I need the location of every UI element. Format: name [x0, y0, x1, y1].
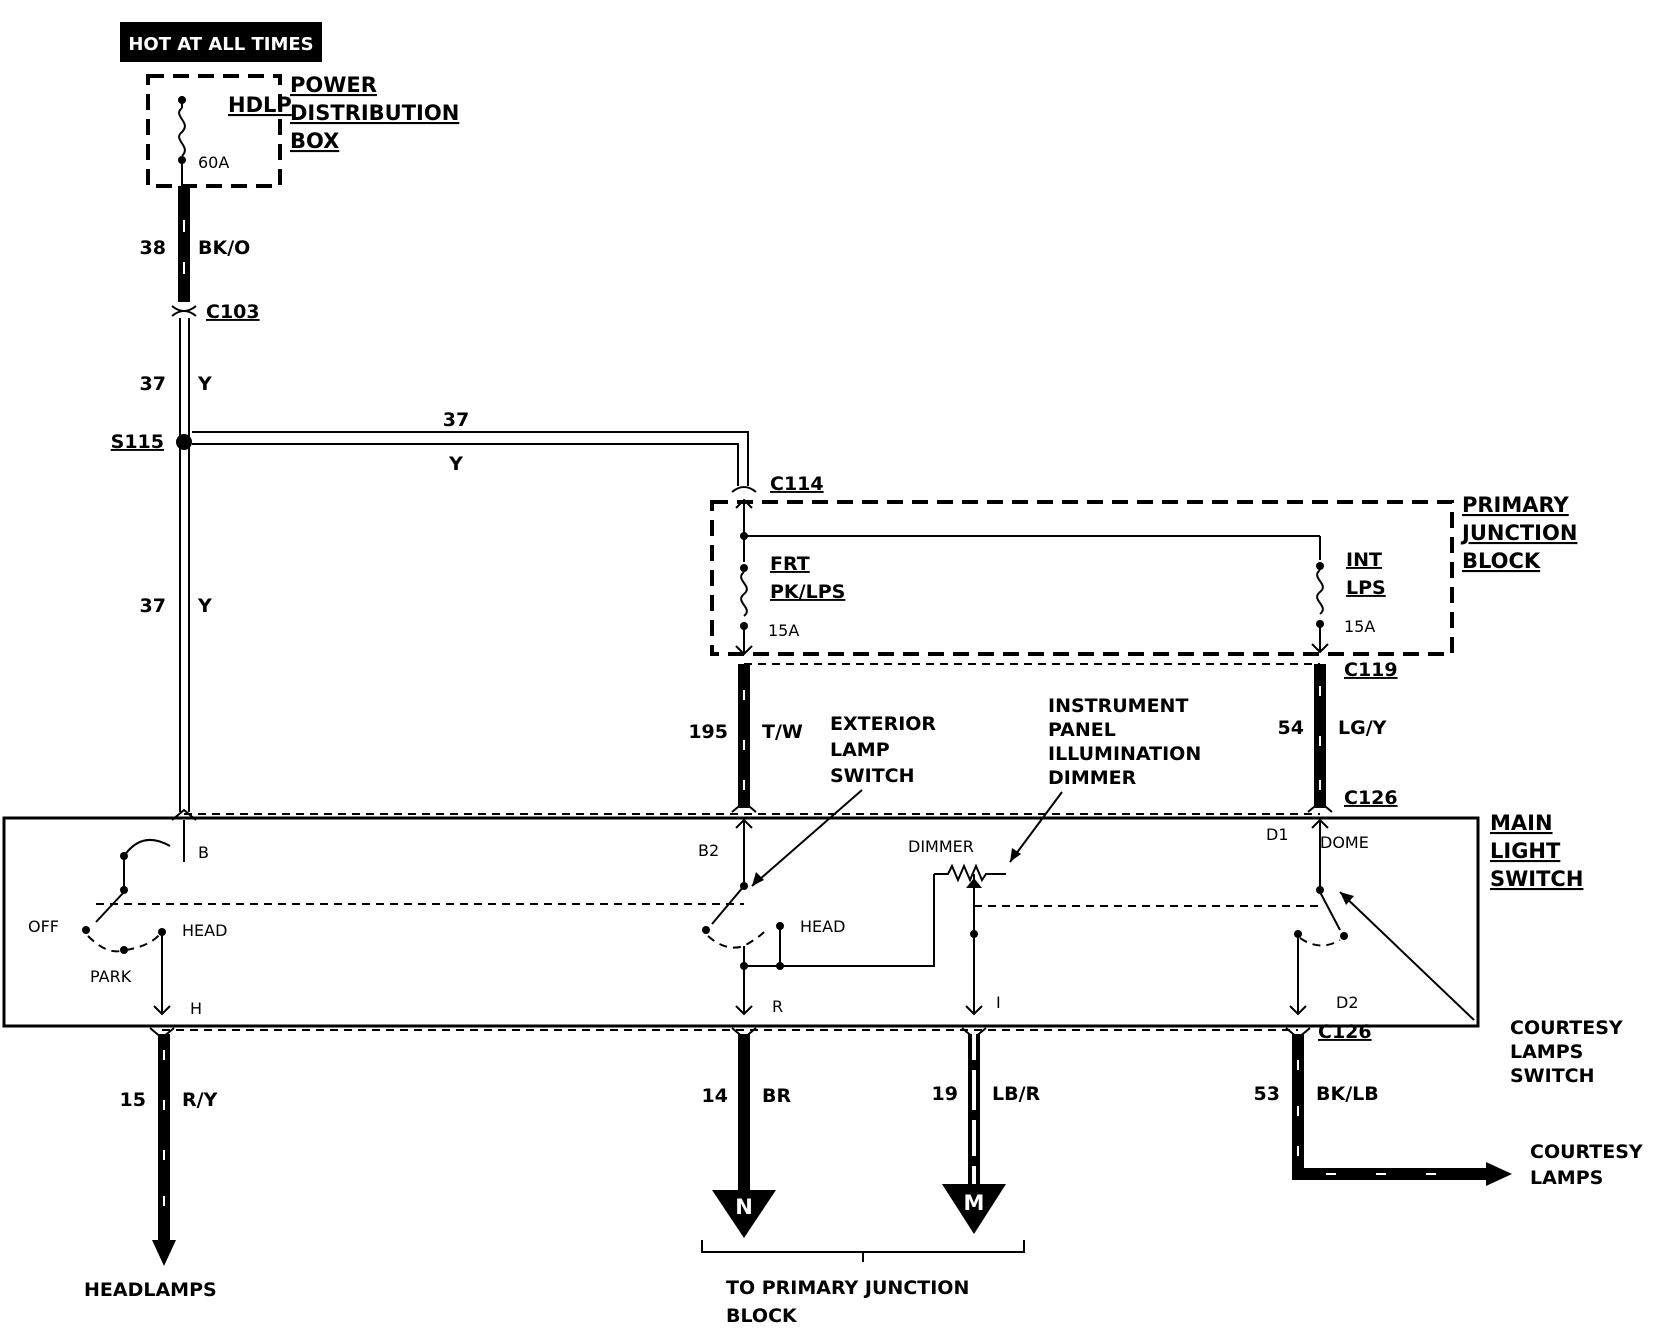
wire-38-circuit: 38: [140, 237, 166, 259]
hot-label: HOT AT ALL TIMES: [128, 34, 313, 55]
pos-dimmer-label: DIMMER: [908, 837, 974, 856]
courtesy-lamps-1: COURTESY: [1530, 1141, 1643, 1163]
courtesy-sw-2: LAMPS: [1510, 1041, 1583, 1063]
wire-19-color: LB/R: [992, 1083, 1041, 1105]
wire-15-color: R/Y: [182, 1089, 218, 1111]
ip-dimmer-2: PANEL: [1048, 719, 1116, 741]
mls-title-1: MAIN: [1490, 811, 1553, 835]
power-distribution-box: HDLP 60A POWER DISTRIBUTION BOX: [146, 73, 459, 188]
pin-d2-label: D2: [1336, 993, 1359, 1012]
wire-15-r-y: 15 R/Y HEADLAMPS: [84, 1034, 218, 1301]
connector-c114: C114: [731, 473, 824, 509]
c126-bottom-label: C126: [1318, 1021, 1372, 1043]
courtesy-switch-annotation: COURTESY LAMPS SWITCH: [1339, 891, 1623, 1087]
wire-53-bk-lb: 53 BK/LB COURTESY LAMPS: [1254, 1034, 1643, 1189]
pin-h-label: H: [190, 999, 202, 1018]
pos-head-left-label: HEAD: [182, 921, 227, 940]
pjb-title-3: BLOCK: [1462, 549, 1541, 573]
mls-title-2: LIGHT: [1490, 839, 1561, 863]
frt-fuse-rating: 15A: [768, 621, 799, 640]
wire-54-color: LG/Y: [1338, 717, 1387, 739]
wire-37-y-horizontal: 37 Y: [192, 409, 749, 486]
s115-label: S115: [111, 431, 164, 453]
exterior-lamp-switch-annotation: EXTERIOR LAMP SWITCH: [751, 713, 936, 887]
wire-19-circuit: 19: [932, 1083, 958, 1105]
pdb-title-2: DISTRIBUTION: [290, 101, 459, 125]
headlamps-label: HEADLAMPS: [84, 1279, 217, 1301]
to-pjb-2: BLOCK: [726, 1305, 798, 1327]
ip-dimmer-3: ILLUMINATION: [1048, 743, 1201, 765]
wire-195-color: T/W: [762, 721, 803, 743]
frt-fuse-label-2: PK/LPS: [770, 581, 845, 603]
wire-37-horiz-color: Y: [448, 453, 463, 475]
hdlp-fuse-label: HDLP: [228, 93, 292, 117]
wire-14-br: N 14 BR: [702, 1034, 791, 1238]
frt-fuse-label-1: FRT: [770, 553, 810, 575]
ext-lamp-sw-3: SWITCH: [830, 765, 915, 787]
pin-r-label: R: [772, 997, 783, 1016]
courtesy-lamps-2: LAMPS: [1530, 1167, 1603, 1189]
wire-37-upper-circuit: 37: [140, 373, 166, 395]
ext-lamp-sw-2: LAMP: [830, 739, 890, 761]
wire-14-color: BR: [762, 1085, 791, 1107]
main-light-switch: MAIN LIGHT SWITCH B OFF HEAD PARK H: [2, 811, 1583, 1028]
c114-label: C114: [770, 473, 824, 495]
wire-195-circuit: 195: [688, 721, 728, 743]
pin-i-label: I: [996, 993, 1001, 1012]
wire-14-circuit: 14: [702, 1085, 728, 1107]
wire-53-circuit: 53: [1254, 1083, 1280, 1105]
to-pjb-bracket: TO PRIMARY JUNCTION BLOCK: [701, 1240, 1025, 1327]
int-fuse-rating: 15A: [1344, 617, 1375, 636]
pos-park-label: PARK: [90, 967, 132, 986]
c119-label: C119: [1344, 659, 1398, 681]
arrow-m-label: M: [964, 1191, 985, 1215]
courtesy-sw-1: COURTESY: [1510, 1017, 1623, 1039]
connector-c126-bottom: C126: [149, 1021, 1372, 1043]
pdb-title-1: POWER: [290, 73, 377, 97]
pin-d1-label: D1: [1266, 825, 1289, 844]
int-fuse-label-2: LPS: [1346, 577, 1386, 599]
hot-at-all-times-badge: HOT AT ALL TIMES: [120, 22, 322, 62]
wire-37-y-vertical: 37 Y 37 Y: [140, 318, 212, 812]
courtesy-sw-3: SWITCH: [1510, 1065, 1595, 1087]
ip-dimmer-4: DIMMER: [1048, 767, 1137, 789]
pin-b2-label: B2: [698, 841, 719, 860]
wire-37-lower-circuit: 37: [140, 595, 166, 617]
ip-dimmer-annotation: INSTRUMENT PANEL ILLUMINATION DIMMER: [1009, 695, 1201, 863]
wire-19-lb-r: M 19 LB/R: [932, 1034, 1041, 1234]
hdlp-fuse-rating: 60A: [198, 153, 229, 172]
wire-195-t-w: 195 T/W: [688, 664, 803, 808]
wire-38-bk-o: 38 BK/O: [140, 186, 250, 302]
wire-37-lower-color: Y: [197, 595, 212, 617]
mls-title-3: SWITCH: [1490, 867, 1583, 891]
connector-c119: C119: [744, 659, 1398, 681]
ext-lamp-sw-1: EXTERIOR: [830, 713, 936, 735]
splice-s115: S115: [111, 431, 192, 453]
ip-dimmer-1: INSTRUMENT: [1048, 695, 1188, 717]
arrow-n-label: N: [735, 1195, 753, 1219]
to-pjb-1: TO PRIMARY JUNCTION: [726, 1277, 969, 1299]
wire-15-circuit: 15: [120, 1089, 146, 1111]
pin-b-label: B: [198, 843, 209, 862]
primary-junction-block: FRT PK/LPS 15A INT LPS 15A PRIMARY JUNCT…: [710, 493, 1577, 656]
c126-top-label: C126: [1344, 787, 1398, 809]
wire-54-lg-y: 54 LG/Y: [1278, 664, 1387, 808]
wire-38-color: BK/O: [198, 237, 250, 259]
connector-c103: C103: [171, 301, 260, 323]
wire-54-circuit: 54: [1278, 717, 1304, 739]
connector-c126-top: C126: [171, 787, 1398, 821]
pjb-title-1: PRIMARY: [1462, 493, 1570, 517]
pos-dome-label: DOME: [1320, 833, 1369, 852]
wire-37-upper-color: Y: [197, 373, 212, 395]
pos-head-mid-label: HEAD: [800, 917, 845, 936]
wire-37-horiz-circuit: 37: [443, 409, 469, 431]
wire-53-color: BK/LB: [1316, 1083, 1379, 1105]
c103-label: C103: [206, 301, 260, 323]
pos-off-label: OFF: [28, 917, 59, 936]
pjb-title-2: JUNCTION: [1460, 521, 1577, 545]
pdb-title-3: BOX: [290, 129, 339, 153]
int-fuse-label-1: INT: [1346, 549, 1382, 571]
